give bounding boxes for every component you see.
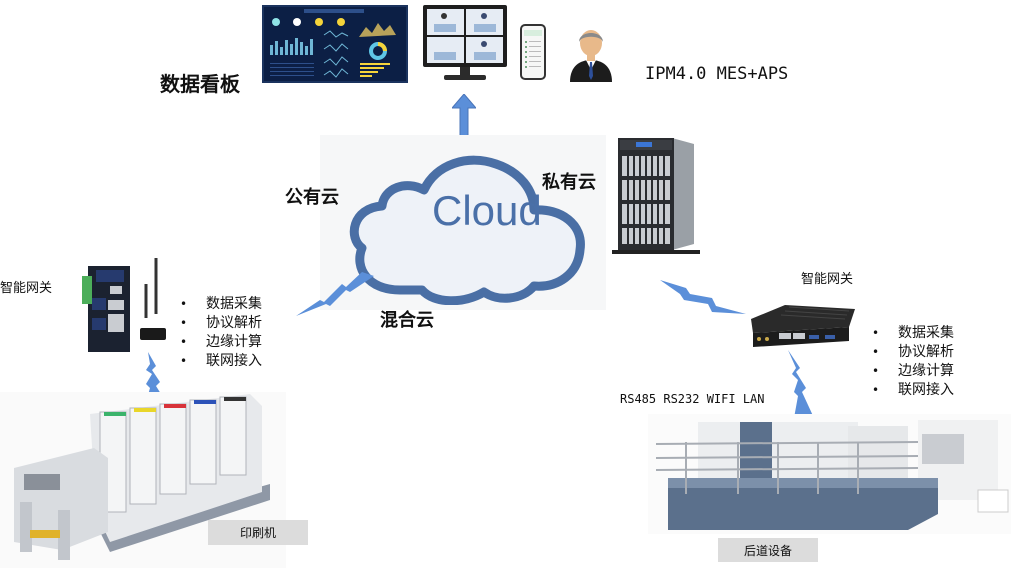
interfaces-label: RS485 RS232 WIFI LAN <box>620 392 765 406</box>
feature-item: •联网接入 <box>180 353 262 369</box>
feature-item: •联网接入 <box>872 382 954 398</box>
feature-item: •边缘计算 <box>872 363 954 379</box>
public-cloud-label: 公有云 <box>285 187 339 208</box>
right-gateway-features: •数据采集 •协议解析 •边缘计算 •联网接入 <box>872 324 954 400</box>
feature-item: •协议解析 <box>180 315 262 331</box>
manager-avatar <box>566 26 616 82</box>
right-gateway-label: 智能网关 <box>801 272 854 287</box>
left-gateway-features: •数据采集 •协议解析 •边缘计算 •联网接入 <box>180 295 262 371</box>
feature-item: •边缘计算 <box>180 334 262 350</box>
cloud-icon <box>338 150 598 306</box>
left-gateway-device <box>80 256 172 356</box>
feature-item: •数据采集 <box>180 296 262 312</box>
left-lightning-icon <box>296 270 376 318</box>
post-press-label: 后道设备 <box>718 538 818 562</box>
feature-item: •数据采集 <box>872 325 954 341</box>
cloud-text: Cloud <box>432 187 542 234</box>
printing-press-label: 印刷机 <box>208 520 308 545</box>
dashboard-label: 数据看板 <box>160 72 240 96</box>
mobile-phone <box>520 24 546 80</box>
right-gateway-device <box>745 305 857 347</box>
post-press-equipment <box>648 414 1011 534</box>
printing-press <box>0 392 286 568</box>
right-vertical-lightning-icon <box>788 350 816 418</box>
feature-item: •协议解析 <box>872 344 954 360</box>
system-label: IPM4.0 MES+APS <box>645 64 789 84</box>
left-vertical-lightning-icon <box>142 352 168 402</box>
left-gateway-label: 智能网关 <box>0 281 53 296</box>
private-cloud-label: 私有云 <box>542 172 596 193</box>
right-lightning-icon <box>660 280 746 316</box>
hybrid-cloud-label: 混合云 <box>380 310 434 331</box>
dashboard-screen <box>262 5 408 83</box>
server-tower <box>612 134 702 258</box>
video-monitor <box>422 4 508 82</box>
